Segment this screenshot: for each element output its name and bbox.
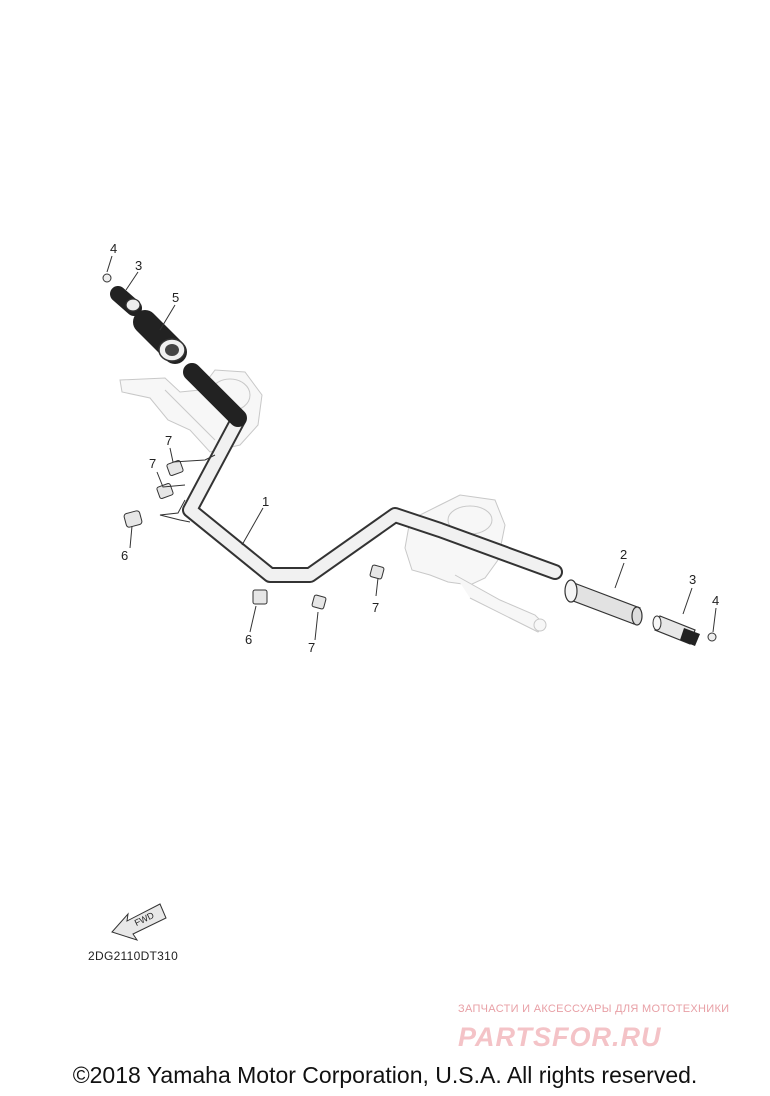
right-bar-end: [652, 615, 700, 646]
left-screw: [102, 273, 112, 283]
callout-label: 7: [308, 640, 315, 655]
fwd-arrow-icon: FWD: [111, 903, 167, 941]
callout-labels: 4 3 5 7 7 6 1 6 7 7 2 3 4: [110, 241, 719, 655]
callout-label: 3: [135, 258, 142, 273]
callout-label: 6: [121, 548, 128, 563]
callout-label: 4: [712, 593, 719, 608]
callout-label: 7: [372, 600, 379, 615]
callout-label: 1: [262, 494, 269, 509]
watermark-logo: PARTSFOR.RU: [458, 1022, 662, 1052]
right-grip: [564, 579, 643, 626]
handlebar: [182, 363, 563, 583]
watermark-tagline: ЗАПЧАСТИ И АКСЕССУАРЫ ДЛЯ МОТОТЕХНИКИ: [458, 1003, 730, 1015]
copyright-notice: ©2018 Yamaha Motor Corporation, U.S.A. A…: [72, 1062, 698, 1088]
callout-label: 6: [245, 632, 252, 647]
callout-label: 3: [689, 572, 696, 587]
callout-label: 2: [620, 547, 627, 562]
left-bar-end: [110, 286, 142, 316]
drawing-code: 2DG2110DT310: [88, 949, 179, 963]
callout-label: 5: [172, 290, 179, 305]
callout-label: 7: [165, 433, 172, 448]
right-screw: [707, 632, 717, 642]
leader-lines: [106, 255, 717, 641]
callout-label: 4: [110, 241, 117, 256]
clamp-parts: [123, 460, 385, 610]
left-grip: [133, 310, 187, 364]
callout-label: 7: [149, 456, 156, 471]
